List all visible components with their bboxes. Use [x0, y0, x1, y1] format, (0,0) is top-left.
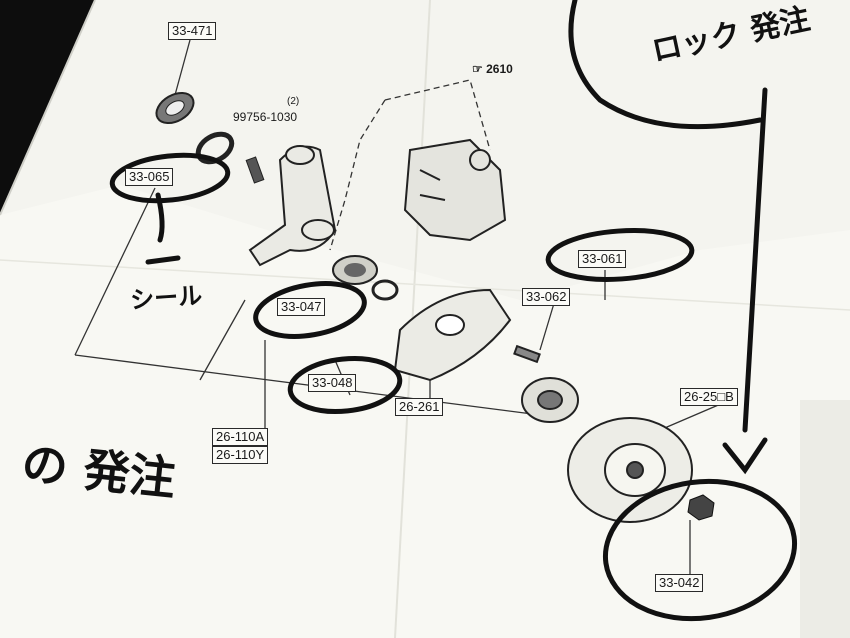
part-label-33-042: 33-042 [655, 574, 704, 592]
part-label-26-261: 26-261 [395, 398, 444, 416]
part-label-2610: ☞ 2610 [472, 62, 513, 76]
bolt-icon [245, 156, 265, 184]
handwritten-seal-note: シール [129, 280, 204, 315]
part-label-26-110a: 26-110A [212, 428, 269, 446]
part-label-33-471: 33-471 [168, 22, 217, 40]
marker-circle-33-042 [602, 478, 798, 622]
knuckle-icon [248, 145, 337, 267]
part-label-33-061: 33-061 [578, 250, 627, 268]
caliper-icon [403, 138, 507, 242]
wheel-hub-icon [513, 344, 579, 423]
marker-circle-33-061 [545, 228, 695, 282]
part-number-2610: 2610 [486, 62, 513, 76]
marker-arrow [742, 87, 768, 433]
bearing-ring-icon [155, 91, 195, 125]
part-label-99756: 99756-1030 [233, 110, 298, 124]
hub-bearing-icon [332, 255, 378, 285]
dust-shield-icon [393, 288, 512, 382]
marker-circle-33-065 [109, 152, 231, 204]
part-label-33-048: 33-048 [308, 374, 357, 392]
marker-circle-33-047 [253, 281, 367, 339]
part-label-33-062: 33-062 [522, 288, 571, 306]
hub-nut-icon [687, 494, 715, 521]
part-label-33-047: 33-047 [277, 298, 326, 316]
brake-disc-icon [567, 417, 693, 523]
part-quantity: (2) [287, 96, 300, 107]
part-label-26-110y: 26-110Y [212, 446, 269, 464]
marker-circle-33-048 [287, 356, 403, 414]
part-label-33-065: 33-065 [125, 168, 174, 186]
arrow-head-icon [722, 437, 768, 475]
circlip-icon [371, 279, 399, 301]
marker-circle-top [568, 0, 763, 130]
part-label-26-25b: 26-25□B [680, 388, 738, 406]
